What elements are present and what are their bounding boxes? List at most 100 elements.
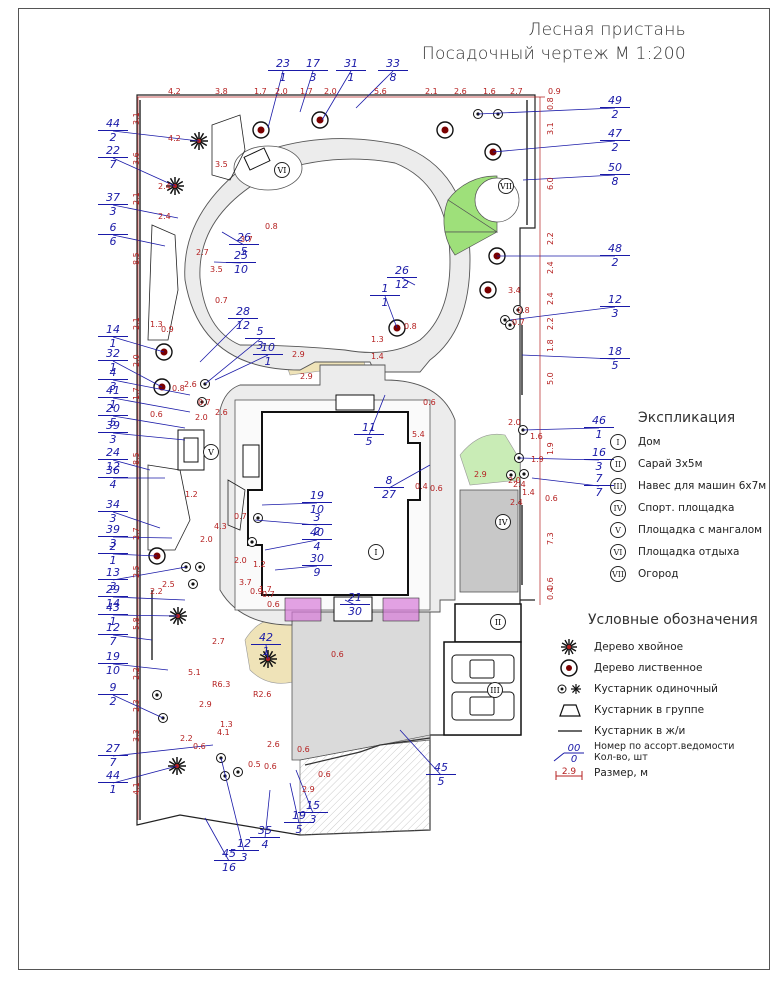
shed-building (454, 603, 522, 643)
callout-leader (112, 432, 186, 441)
callout-leader (112, 765, 178, 784)
house-porch-north (335, 394, 375, 411)
callout-number: 39 (98, 420, 128, 433)
dimension-label: 2.1 (132, 192, 141, 205)
callout-sample-bottom: 0 (571, 754, 577, 763)
dimension-label: 0.8 (265, 222, 278, 231)
callout-quantity: 30 (348, 605, 362, 618)
dimension-label: 2.0 (508, 476, 521, 485)
flowerbed-se (382, 597, 420, 622)
dimension-label: 2.5 (132, 565, 141, 578)
dimension-label: 1.7 (254, 87, 267, 96)
grill-area (177, 429, 205, 471)
callout-leader (221, 231, 245, 246)
dimension-label: 5.0 (546, 372, 555, 385)
explication-number: II (610, 456, 626, 472)
callout-number: 8 (374, 475, 404, 488)
dimension-sample: 2.9 (562, 767, 577, 777)
callout-number: 33 (378, 58, 408, 71)
dimension-label: 2.2 (132, 667, 141, 680)
title-line-2: Посадочный чертеж М 1:200 (421, 44, 686, 64)
dimension-label: 4.3 (214, 522, 227, 531)
shrub-single (233, 767, 243, 777)
dimension-label: 2.6 (267, 740, 280, 749)
callout-quantity: 1 (347, 71, 355, 84)
callout-leader (264, 539, 318, 551)
callout-number: 32 (98, 348, 128, 361)
callout-quantity: 10 (106, 664, 120, 677)
callout-quantity: 4 (313, 540, 321, 553)
shrub-group-icon (559, 704, 581, 717)
callout-leader (509, 306, 616, 321)
callout-number: 27 (98, 743, 128, 756)
callout-quantity: 3 (109, 580, 117, 593)
callout-number: 26 (229, 232, 259, 245)
explication-label: Огород (638, 568, 679, 580)
dimension-label: 0.6 (193, 742, 206, 751)
dimension-label: 3.4 (508, 286, 521, 295)
callout-quantity: 7 (595, 486, 603, 499)
deciduous-tree (479, 281, 497, 299)
callout-number: 10 (253, 342, 283, 355)
callout-quantity: 1 (279, 71, 287, 84)
dimension-icon: 2.9 (555, 767, 583, 780)
deciduous-tree (252, 121, 270, 139)
explication-number: VI (610, 544, 626, 560)
callout-number: 25 (226, 250, 256, 263)
sport-area (459, 489, 519, 593)
callout-number: 44 (98, 770, 128, 783)
dimension-label: 1.8 (546, 339, 555, 352)
explication-label: Спорт. площадка (638, 502, 735, 514)
callout-leader (112, 459, 151, 471)
callout-quantity: 12 (236, 319, 250, 332)
zone-label: II (490, 614, 506, 630)
dimension-label: 2.9 (302, 785, 315, 794)
dimension-label: 0.6 (331, 650, 344, 659)
callout-number: 21 (340, 592, 370, 605)
callout-number: 31 (336, 58, 366, 71)
dimension-label: 4.1 (132, 782, 141, 795)
callout-quantity: 7 (109, 756, 117, 769)
callout-number: 26 (387, 265, 417, 278)
dimension-label: 2.3 (132, 699, 141, 712)
dimension-label: 2.4 (510, 498, 523, 507)
dimension-label: 4.2 (168, 87, 181, 96)
dimension-label: 0.6 (318, 770, 331, 779)
callout-number: 37 (98, 192, 128, 205)
callout-number: 11 (354, 422, 384, 435)
dimension-label: 2.4 (158, 182, 171, 191)
shrub-single (220, 771, 230, 781)
callout-number: 30 (302, 553, 332, 566)
callout-number: 40 (302, 527, 332, 540)
callout-leader (112, 663, 169, 671)
dimension-label: 3.6 (132, 152, 141, 165)
callout-leader (112, 397, 191, 413)
callout-leader (368, 394, 386, 436)
dimension-label: 2.0 (195, 413, 208, 422)
callout-leader (112, 415, 186, 429)
callout-quantity: 12 (395, 278, 409, 291)
dimension-label: 0.6 (150, 410, 163, 419)
dimension-label: 3.5 (210, 265, 223, 274)
callout-number: 23 (268, 58, 298, 71)
shrub-single (506, 470, 516, 480)
callout-leader (112, 634, 153, 641)
